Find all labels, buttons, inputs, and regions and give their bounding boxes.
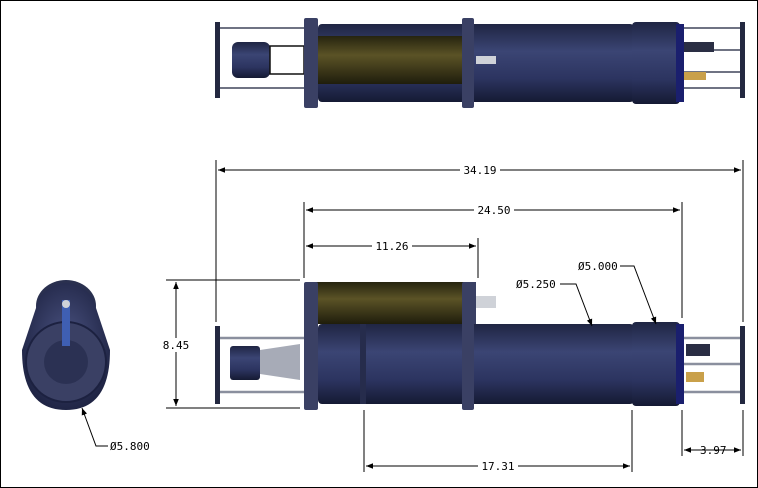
dim-endcap-dia: Ø5.000: [578, 260, 618, 273]
top-end-cap-ring: [676, 24, 684, 102]
dim-rear-length: 3.97: [700, 444, 727, 457]
top-flange-mid: [462, 18, 474, 108]
end-view-center-boss: [44, 340, 88, 384]
side-end-cap: [632, 322, 680, 406]
leader-endcap-dia: [620, 265, 657, 325]
side-hull-band: [360, 324, 366, 404]
dim-housing-dia: Ø5.250: [516, 278, 556, 291]
side-battery-connector: [476, 296, 496, 308]
side-camera-bracket: [260, 344, 300, 380]
top-connector: [476, 56, 496, 64]
side-rear-connector-2: [686, 372, 704, 382]
top-camera-bracket: [269, 45, 305, 75]
side-main-hull: [318, 324, 634, 404]
side-end-cap-ring: [676, 324, 684, 404]
side-frame-end-left: [215, 326, 220, 404]
side-battery-pack: [312, 282, 466, 324]
dim-battery-length: 11.26: [375, 240, 408, 253]
top-frame-end-right: [740, 22, 745, 98]
dim-end-dia: Ø5.800: [110, 440, 150, 453]
dim-body-length: 24.50: [477, 204, 510, 217]
top-frame-end-left: [215, 22, 220, 98]
side-camera-module: [230, 346, 260, 380]
side-flange-front: [304, 282, 318, 410]
side-frame-end-right: [740, 326, 745, 404]
side-rear-connector-1: [686, 344, 710, 356]
end-view-pivot: [62, 300, 70, 308]
top-rear-connector-2: [684, 72, 706, 80]
end-view-vane: [62, 300, 70, 346]
top-rear-connector-1: [684, 42, 714, 52]
top-flange-front: [304, 18, 318, 108]
leader-housing-dia: [560, 283, 593, 327]
top-end-cap: [632, 22, 680, 104]
dim-height: 8.45: [163, 339, 190, 352]
dimension-texts: 34.19 24.50 11.26 8.45 Ø5.250 Ø5.000 Ø5.…: [110, 163, 727, 473]
dim-overall-length: 34.19: [463, 164, 496, 177]
side-frame-rails: [220, 336, 742, 394]
leader-end-dia: [81, 407, 108, 447]
dimension-lines: [81, 160, 744, 472]
top-view: [215, 18, 745, 108]
side-flange-mid: [462, 282, 474, 410]
top-camera-module: [232, 42, 270, 78]
top-battery-window: [318, 36, 464, 84]
end-view: [22, 280, 110, 410]
side-view: [215, 282, 745, 410]
dim-hull-length: 17.31: [481, 460, 514, 473]
